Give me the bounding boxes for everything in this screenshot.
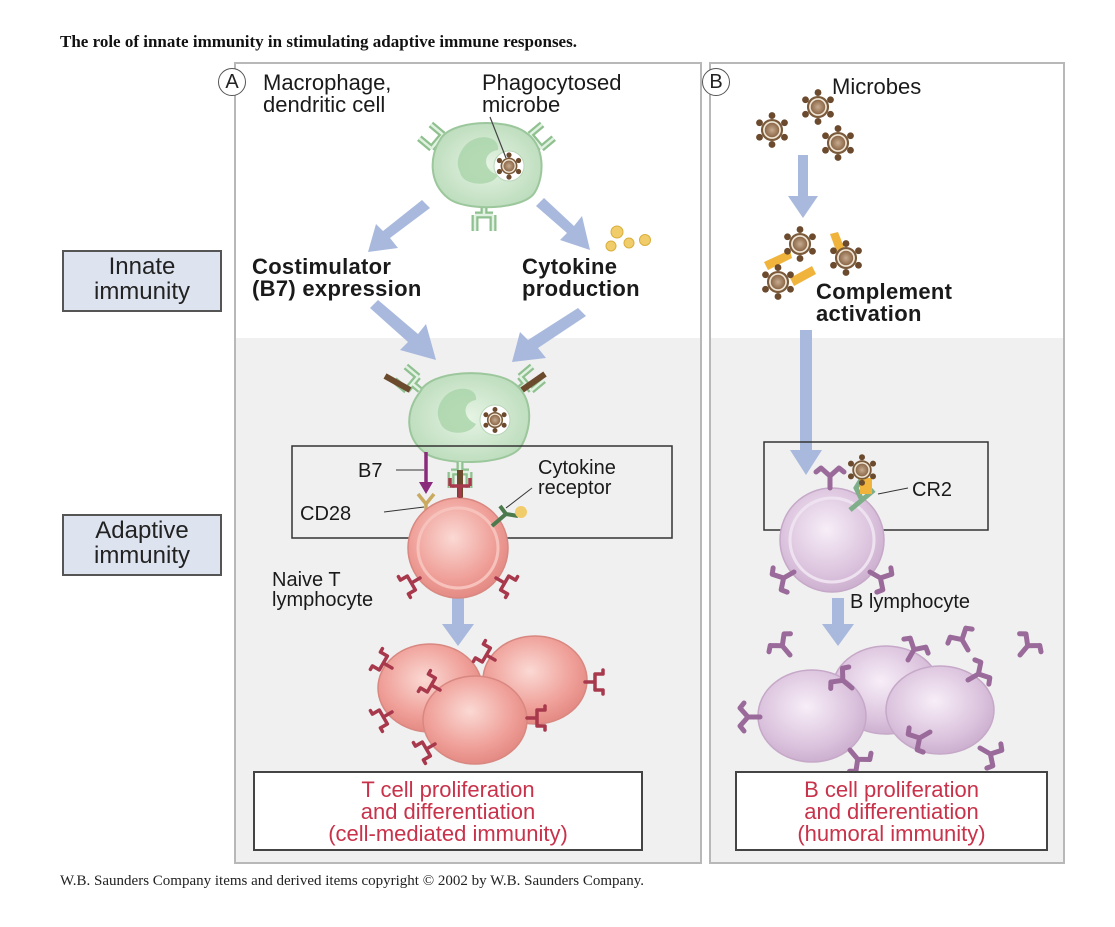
t-outcome-line1: T cell proliferation [361, 777, 535, 802]
arrow-b-to-prolif [822, 598, 854, 646]
naive-t-lymphocyte-label: Naive T lymphocyte [272, 570, 373, 610]
t-outcome-line2: and differentiation [360, 799, 536, 824]
adaptive-label-line1: Adaptive [95, 517, 189, 544]
innate-label-line1: Innate [108, 253, 176, 280]
panel-b-marker: B [702, 68, 730, 96]
cytokine-label-line1: Cytokine [522, 254, 618, 279]
macrophage-label: Macrophage, dendritic cell [263, 72, 391, 116]
arrow-naive-to-prolif [442, 598, 474, 646]
cr2-label: CR2 [912, 479, 953, 501]
arrow-costim-to-apc [370, 300, 436, 360]
proliferating-b-cells [740, 626, 1044, 775]
cytokine-molecules [605, 225, 651, 252]
b7-label: B7 [358, 460, 383, 482]
costimulator-label: Costimulator (B7) expression [252, 256, 422, 300]
cytokine-label-line2: production [522, 276, 640, 301]
complement-bound-microbes [762, 226, 862, 300]
t-cell-outcome-box: T cell proliferation and differentiation… [253, 771, 643, 851]
naive-t-lymphocyte [396, 478, 533, 600]
arrow-microbes-to-complement [788, 155, 818, 218]
b-lymphocyte-label: B lymphocyte [850, 591, 971, 613]
phagocytosed-microbe-label: Phagocytosed microbe [482, 72, 621, 116]
macrophage-innate [419, 116, 553, 231]
t-outcome-line3: (cell-mediated immunity) [328, 821, 568, 846]
panel-a-marker: A [218, 68, 246, 96]
costimulator-label-line2: (B7) expression [252, 276, 422, 301]
b-lymphocyte [770, 454, 909, 594]
innate-label-line2: immunity [93, 278, 190, 305]
cytokine-receptor-label: Cytokine receptor [538, 458, 616, 498]
b-outcome-line2: and differentiation [804, 799, 979, 824]
antigen-presenting-cell [383, 366, 545, 498]
cytokine-receptor-line2: receptor [538, 477, 612, 499]
macrophage-label-line2: dendritic cell [263, 92, 386, 117]
arrows-panel-a [368, 198, 590, 646]
naive-t-line1: Naive T [272, 569, 341, 591]
arrow-cytokine-to-apc [512, 308, 586, 362]
naive-t-line2: lymphocyte [272, 589, 374, 611]
b-cell-outcome-box: B cell proliferation and differentiation… [735, 771, 1048, 851]
phagocytosed-label-line2: microbe [482, 92, 561, 117]
arrows-panel-b [788, 155, 854, 646]
complement-activation-label: Complement activation [816, 281, 952, 325]
cd28-label: CD28 [300, 503, 352, 525]
adaptive-immunity-label: Adaptive immunity [62, 514, 222, 576]
complement-label-line1: Complement [816, 279, 953, 304]
b-outcome-line3: (humoral immunity) [797, 821, 986, 846]
adaptive-label-line2: immunity [93, 542, 190, 569]
copyright-notice: W.B. Saunders Company items and derived … [60, 873, 644, 889]
proliferating-t-cells [368, 635, 605, 766]
arrow-to-cytokine [536, 198, 590, 250]
costimulator-label-line1: Costimulator [252, 254, 392, 279]
figure-title: The role of innate immunity in stimulati… [60, 32, 577, 51]
microbes-label: Microbes [832, 74, 922, 99]
innate-immunity-label: Innate immunity [62, 250, 222, 312]
macrophage-label-line1: Macrophage, [263, 70, 392, 95]
b-outcome-line1: B cell proliferation [804, 777, 979, 802]
arrow-complement-to-bcell [790, 330, 822, 475]
phagocytosed-label-line1: Phagocytosed [482, 70, 622, 95]
complement-label-line2: activation [816, 301, 922, 326]
microbes-group [756, 89, 854, 161]
cytokine-production-label: Cytokine production [522, 256, 640, 300]
arrow-to-costimulator [368, 200, 430, 252]
cytokine-receptor-line1: Cytokine [538, 457, 616, 479]
